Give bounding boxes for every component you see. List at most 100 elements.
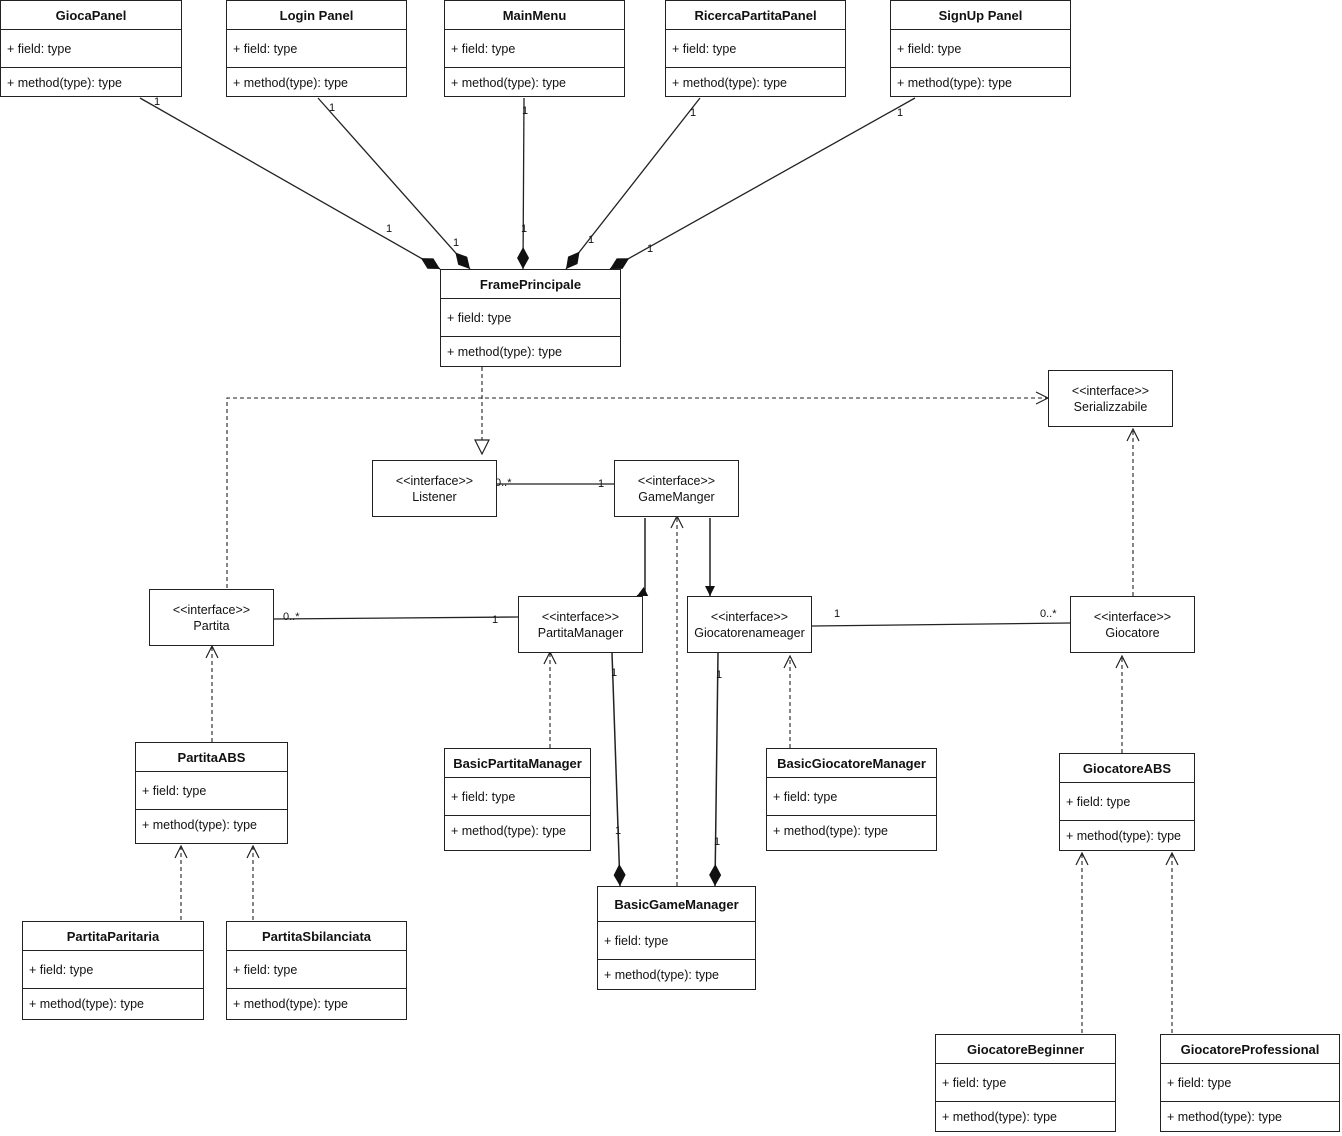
class-giocatore-beginner[interactable]: GiocatoreBeginner + field: type + method… bbox=[935, 1034, 1116, 1132]
class-field: + field: type bbox=[666, 30, 845, 68]
class-method: + method(type): type bbox=[29, 997, 144, 1011]
mult-giocatoremanager-side: 1 bbox=[834, 608, 841, 620]
class-name: BasicPartitaManager bbox=[445, 749, 590, 778]
class-partita-paritaria[interactable]: PartitaParitaria + field: type + method(… bbox=[22, 921, 204, 1020]
class-name: GiocatoreBeginner bbox=[936, 1035, 1115, 1064]
mult-giocatore-side: 0..* bbox=[1040, 608, 1057, 620]
dependency-partita-serializzabile bbox=[226, 398, 1048, 588]
interface-giocatore-manager[interactable]: <<interface>> Giocatorenameager bbox=[687, 596, 812, 653]
class-method: + method(type): type bbox=[942, 1110, 1057, 1124]
composition-mainmenu-frame bbox=[517, 97, 530, 270]
interface-serializzabile[interactable]: <<interface>> Serializzabile bbox=[1048, 370, 1173, 427]
class-method: + method(type): type bbox=[672, 76, 787, 90]
class-method: + method(type): type bbox=[1066, 829, 1181, 843]
mult-gioca-bottom: 1 bbox=[386, 223, 393, 235]
interface-name: Listener bbox=[412, 489, 457, 504]
mult-signup-bottom: 1 bbox=[647, 243, 654, 255]
class-signup-panel[interactable]: SignUp Panel + field: type + method(type… bbox=[890, 0, 1071, 97]
class-method: + method(type): type bbox=[7, 76, 122, 90]
mult-login-top: 1 bbox=[329, 102, 336, 114]
mult-ricerca-bottom: 1 bbox=[588, 234, 595, 246]
interface-stereotype: <<interface>> bbox=[1071, 383, 1150, 398]
composition-gioca-frame bbox=[139, 97, 441, 270]
mult-partita-side: 0..* bbox=[283, 611, 300, 623]
mult-gioca-top: 1 bbox=[154, 96, 161, 108]
class-field: + field: type bbox=[136, 772, 287, 810]
class-ricerca-partita-panel[interactable]: RicercaPartitaPanel + field: type + meth… bbox=[665, 0, 846, 97]
class-field: + field: type bbox=[227, 951, 406, 989]
class-giocatore-professional[interactable]: GiocatoreProfessional + field: type + me… bbox=[1160, 1034, 1340, 1132]
assoc-partita-partitamanager bbox=[273, 616, 519, 620]
interface-name: Partita bbox=[193, 618, 230, 633]
class-name: PartitaParitaria bbox=[23, 922, 203, 951]
class-name: GiocatoreProfessional bbox=[1161, 1035, 1339, 1064]
class-basic-game-manager[interactable]: BasicGameManager + field: type + method(… bbox=[597, 886, 756, 990]
interface-stereotype: <<interface>> bbox=[172, 602, 251, 617]
class-method: + method(type): type bbox=[604, 968, 719, 982]
composition-login-frame bbox=[317, 97, 471, 270]
class-basic-giocatore-manager[interactable]: BasicGiocatoreManager + field: type + me… bbox=[766, 748, 937, 851]
mult-partitamanager-down-end: 1 bbox=[615, 825, 622, 837]
class-login-panel[interactable]: Login Panel + field: type + method(type)… bbox=[226, 0, 407, 97]
interface-game-manager[interactable]: <<interface>> GameManger bbox=[614, 460, 739, 517]
assoc-giocatoremanager-giocatore bbox=[811, 622, 1071, 627]
mult-gamemanager-side: 1 bbox=[598, 478, 605, 490]
class-method: + method(type): type bbox=[142, 818, 257, 832]
interface-partita-manager[interactable]: <<interface>> PartitaManager bbox=[518, 596, 643, 653]
mult-giocatoremanager-down: 1 bbox=[716, 669, 723, 681]
class-basic-partita-manager[interactable]: BasicPartitaManager + field: type + meth… bbox=[444, 748, 591, 851]
class-giocatore-abs[interactable]: GiocatoreABS + field: type + method(type… bbox=[1059, 753, 1195, 851]
composition-signup-frame bbox=[609, 97, 916, 270]
mult-listener-side: 0..* bbox=[495, 477, 512, 489]
interface-stereotype: <<interface>> bbox=[710, 609, 789, 624]
class-frame-principale[interactable]: FramePrincipale + field: type + method(t… bbox=[440, 269, 621, 367]
class-method: + method(type): type bbox=[451, 76, 566, 90]
class-name: GiocatoreABS bbox=[1060, 754, 1194, 783]
class-name: GiocaPanel bbox=[1, 1, 181, 30]
class-name: SignUp Panel bbox=[891, 1, 1070, 30]
class-method: + method(type): type bbox=[1167, 1110, 1282, 1124]
interface-name: Serializzabile bbox=[1073, 399, 1148, 414]
mult-mainmenu-bottom: 1 bbox=[521, 223, 528, 235]
class-field: + field: type bbox=[1060, 783, 1194, 821]
class-field: + field: type bbox=[445, 30, 624, 68]
interface-stereotype: <<interface>> bbox=[1093, 609, 1172, 624]
class-name: PartitaABS bbox=[136, 743, 287, 772]
interface-name: Giocatorenameager bbox=[694, 625, 805, 640]
interface-stereotype: <<interface>> bbox=[541, 609, 620, 624]
mult-mainmenu-top: 1 bbox=[522, 105, 529, 117]
class-name: RicercaPartitaPanel bbox=[666, 1, 845, 30]
interface-stereotype: <<interface>> bbox=[395, 473, 474, 488]
mult-login-bottom: 1 bbox=[453, 237, 460, 249]
assoc-gamemanager-partitamanager bbox=[636, 518, 649, 597]
class-partita-sbilanciata[interactable]: PartitaSbilanciata + field: type + metho… bbox=[226, 921, 407, 1020]
class-field: + field: type bbox=[1, 30, 181, 68]
class-field: + field: type bbox=[891, 30, 1070, 68]
class-method: + method(type): type bbox=[773, 824, 888, 838]
class-name: PartitaSbilanciata bbox=[227, 922, 406, 951]
class-method: + method(type): type bbox=[233, 997, 348, 1011]
class-partita-abs[interactable]: PartitaABS + field: type + method(type):… bbox=[135, 742, 288, 844]
composition-partitamanager-basicgame bbox=[611, 652, 626, 887]
class-main-menu[interactable]: MainMenu + field: type + method(type): t… bbox=[444, 0, 625, 97]
composition-giocatoremanager-basicgame bbox=[709, 652, 722, 887]
class-name: FramePrincipale bbox=[441, 270, 620, 299]
class-gioca-panel[interactable]: GiocaPanel + field: type + method(type):… bbox=[0, 0, 182, 97]
class-field: + field: type bbox=[441, 299, 620, 337]
mult-ricerca-top: 1 bbox=[690, 107, 697, 119]
class-field: + field: type bbox=[227, 30, 406, 68]
interface-listener[interactable]: <<interface>> Listener bbox=[372, 460, 497, 517]
class-name: BasicGiocatoreManager bbox=[767, 749, 936, 778]
interface-partita[interactable]: <<interface>> Partita bbox=[149, 589, 274, 646]
mult-giocatoremanager-down-end: 1 bbox=[714, 836, 721, 848]
mult-partitamanager-side: 1 bbox=[492, 614, 499, 626]
class-field: + field: type bbox=[936, 1064, 1115, 1102]
interface-giocatore[interactable]: <<interface>> Giocatore bbox=[1070, 596, 1195, 653]
class-name: Login Panel bbox=[227, 1, 406, 30]
class-method: + method(type): type bbox=[233, 76, 348, 90]
class-field: + field: type bbox=[1161, 1064, 1339, 1102]
class-method: + method(type): type bbox=[897, 76, 1012, 90]
interface-name: PartitaManager bbox=[537, 625, 624, 640]
mult-partitamanager-down: 1 bbox=[611, 667, 618, 679]
